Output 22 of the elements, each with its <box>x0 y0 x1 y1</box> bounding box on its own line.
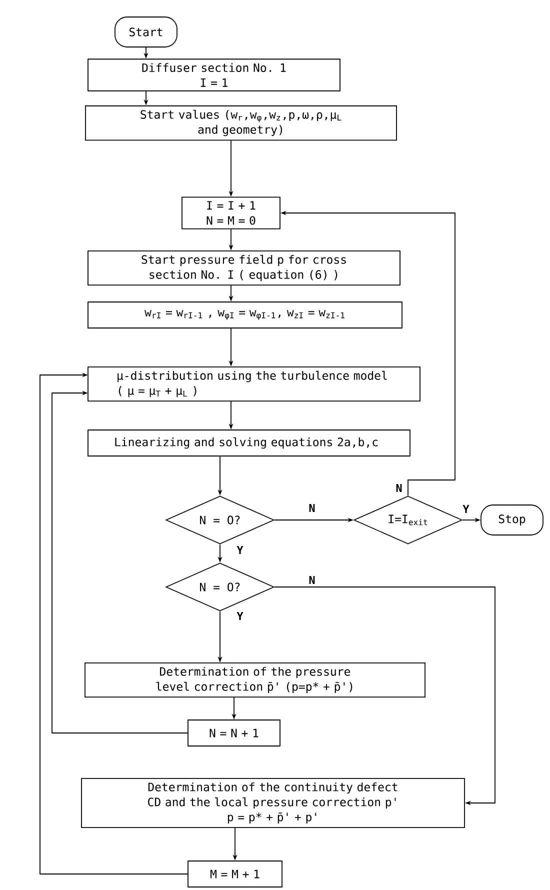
edge-label: N <box>308 503 316 513</box>
process-box: Start pressure field p for cross section No. I ( equation (6) ) <box>88 250 400 286</box>
process-box: Start values (w$_{r}$,w$_{φ}$,w$_{z}$,p,ω,ρ,μ$_{L}$ and geometry) <box>85 105 397 141</box>
process-box: Linearizing and solving equations 2a,b,c <box>88 430 410 456</box>
edge-label: N <box>394 483 404 493</box>
terminal-box: Start <box>114 16 178 48</box>
process-box: w$_{rI}$ = w$_{rI-1}$ , w$_{φI}$ = w$_{φI-1}$, w$_{zI}$ = w$_{zI-1}$ <box>88 302 402 328</box>
process-box: μ-distribution using the turbulence model ( μ = μ$_{T}$ + μ$_{L}$ ) <box>88 366 420 402</box>
process-box: Determination of the continuity defect CD and the local pressure correction p' p = p* + p̄' + p' <box>81 778 465 828</box>
arrow <box>274 586 496 806</box>
terminal-box: Stop <box>480 504 544 536</box>
process-box: N = N + 1 <box>188 720 280 746</box>
process-box: I = I + 1 N = M = 0 <box>182 196 280 230</box>
edge-label: Y <box>236 611 244 621</box>
edge-label: N <box>308 575 316 586</box>
edge-label: Y <box>236 545 244 556</box>
arrow <box>40 372 188 874</box>
arrow <box>52 390 188 734</box>
process-box: Diffuser section No. 1 I = 1 <box>88 58 340 92</box>
edge-label: Y <box>462 504 470 514</box>
process-box: Determination of the pressure level correction p̄' (p=p* + p̄') <box>84 662 426 698</box>
process-box: M = M + 1 <box>188 860 282 888</box>
